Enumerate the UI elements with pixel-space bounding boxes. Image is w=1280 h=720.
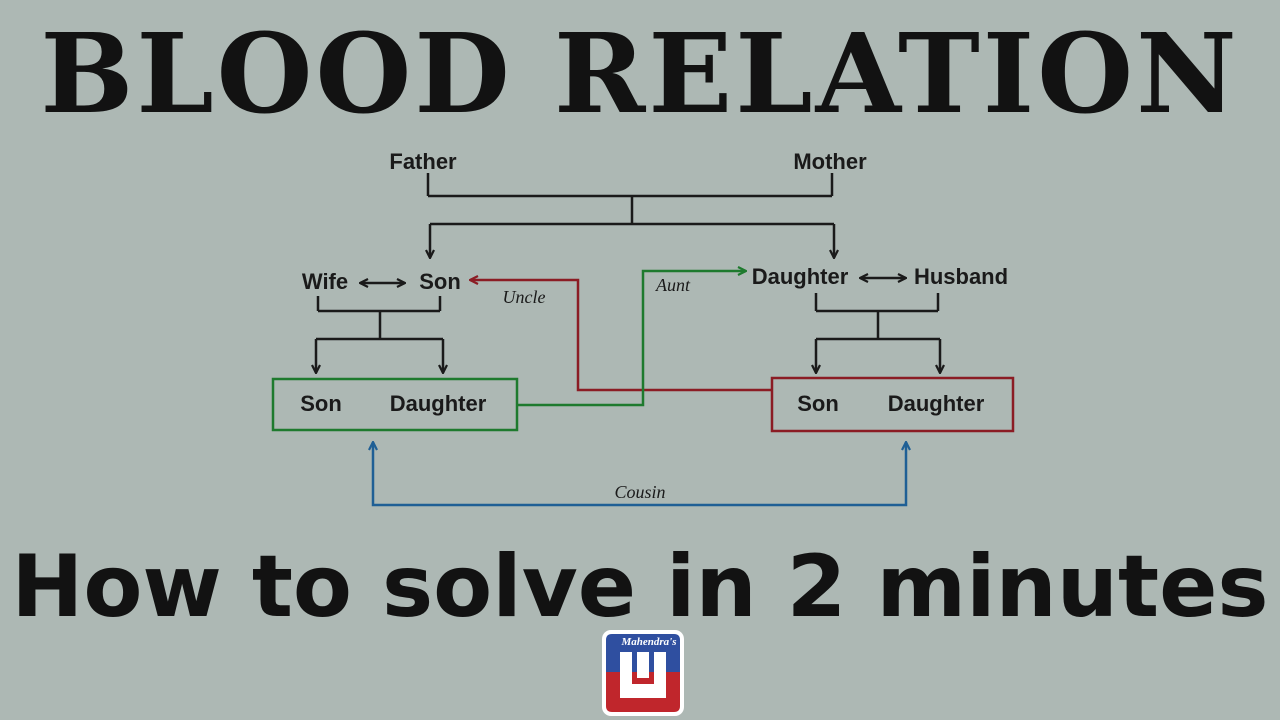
cousin-relation-path	[373, 442, 906, 507]
left-children-box	[271, 377, 519, 432]
uncle-label: Uncle	[503, 287, 546, 307]
left-son-label: Son	[300, 391, 342, 416]
mother-label: Mother	[793, 149, 867, 174]
son-label: Son	[419, 269, 461, 294]
wife-label: Wife	[302, 269, 348, 294]
husband-label: Husband	[914, 264, 1008, 289]
daughter-label: Daughter	[752, 264, 849, 289]
subtitle: How to solve in 2 minutes	[11, 537, 1269, 637]
aunt-relation-path	[518, 271, 746, 407]
mahendras-logo: Mahendra's	[602, 630, 684, 716]
right-children-connector	[816, 293, 940, 373]
right-children-box	[770, 376, 1015, 433]
aunt-label: Aunt	[655, 275, 691, 295]
left-children-connector	[316, 296, 443, 373]
parents-connector	[428, 173, 834, 258]
uncle-relation-path	[470, 280, 772, 392]
cousin-label: Cousin	[614, 482, 665, 502]
logo-text: Mahendra's	[620, 636, 676, 648]
right-daughter-label: Daughter	[888, 391, 985, 416]
right-son-label: Son	[797, 391, 839, 416]
father-label: Father	[389, 149, 457, 174]
left-daughter-label: Daughter	[390, 391, 487, 416]
main-title: BLOOD RELATION	[40, 9, 1240, 138]
